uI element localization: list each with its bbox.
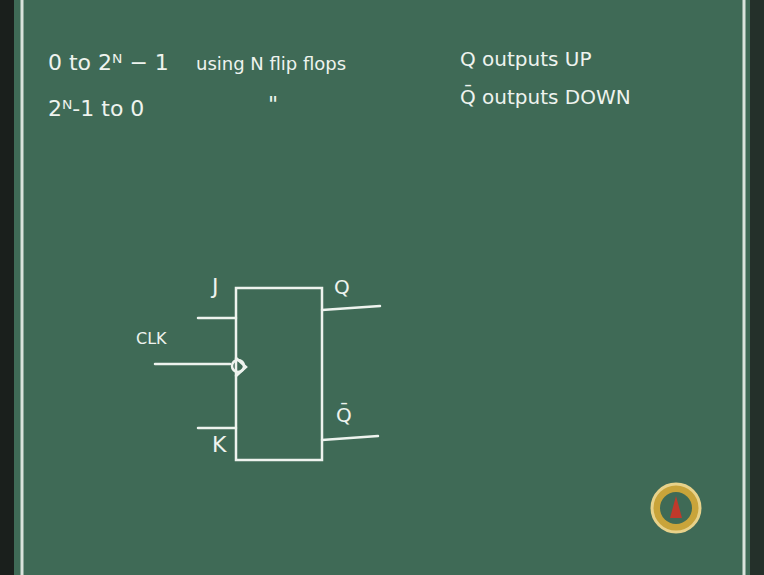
clock-edge-marker: [236, 358, 246, 376]
chalk-note: Q outputs UP: [460, 48, 592, 71]
pin-name: J: [212, 274, 219, 299]
channel-logo: [652, 484, 700, 532]
q-output-wire: [322, 306, 380, 310]
logo-flame: [670, 496, 682, 518]
chalk-note: Q̄ outputs DOWN: [460, 86, 631, 109]
j-input-wire: [198, 317, 236, 320]
chalk-note: 0 to 2ᴺ − 1: [48, 50, 169, 75]
k-input-wire: [198, 427, 236, 430]
signal-name: CLK: [136, 330, 167, 348]
flip-flop-body: [236, 288, 322, 460]
board-frame: [743, 0, 746, 575]
qbar-output-wire: [322, 436, 378, 440]
clk-input-wire: [155, 363, 230, 366]
pin-name: Q: [334, 276, 350, 299]
ditto-mark: ": [268, 92, 278, 117]
pin-name: Q̄: [336, 404, 352, 427]
chalk-note: using N flip flops: [196, 54, 346, 75]
chalk-note: 2ᴺ-1 to 0: [48, 96, 144, 121]
board-edge: [0, 0, 14, 575]
pin-name: K: [212, 432, 226, 457]
board-edge: [750, 0, 764, 575]
board-frame: [21, 0, 24, 575]
jk-flip-flop-symbol: [155, 288, 380, 460]
logo-center: [660, 492, 692, 524]
logo-ring: [652, 484, 700, 532]
